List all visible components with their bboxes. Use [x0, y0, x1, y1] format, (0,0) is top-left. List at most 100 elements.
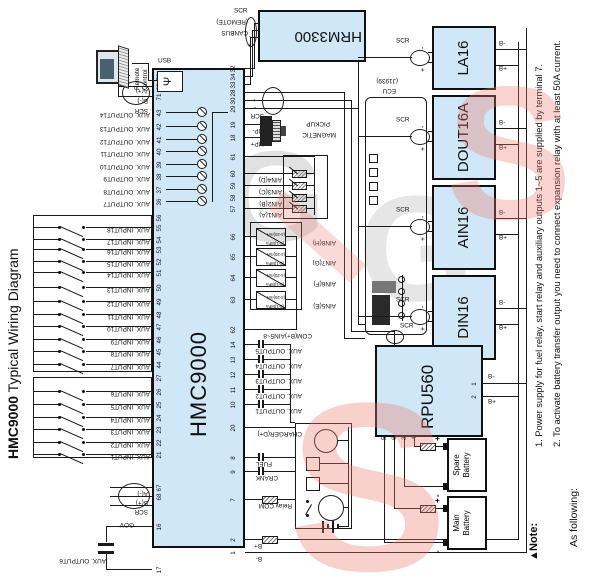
bminus-label: B-	[499, 209, 506, 217]
shield-ellipse-icon	[410, 129, 430, 145]
bminus-stub	[496, 217, 526, 219]
note-item: 2. To activate battery transfer output y…	[552, 40, 562, 447]
output-common	[212, 111, 228, 113]
actuator-body-icon	[372, 295, 390, 325]
ain-wire	[245, 172, 292, 174]
wire-segment	[106, 568, 152, 570]
ain-wire	[245, 255, 256, 257]
wire-segment	[344, 337, 365, 339]
note-footer: As following:	[568, 488, 580, 547]
battery-minus-sign: -	[433, 494, 442, 497]
aux-output-wire	[264, 388, 290, 390]
wire-segment	[344, 506, 348, 508]
aux-output-wire	[264, 358, 290, 360]
pin-number: 63	[230, 296, 237, 304]
wire-segment	[245, 75, 252, 77]
shield-ellipse-icon	[410, 50, 430, 66]
pin-number: 59	[230, 182, 237, 190]
page-title: HMC9000 Typical Wiring Diagram	[5, 248, 21, 459]
switch-rung	[33, 390, 60, 392]
scr-label: SCR	[396, 296, 410, 304]
pin-number: 64	[230, 274, 237, 282]
wire-segment	[245, 91, 344, 93]
pickup-label: PICKUP	[306, 120, 330, 127]
rpu560-name: RPU560	[418, 364, 437, 429]
wire-segment	[404, 485, 443, 487]
pin-number: 26	[156, 388, 163, 396]
switch-rung	[33, 248, 60, 250]
battery-cell-icon	[327, 524, 329, 529]
output-wire	[166, 175, 197, 177]
capacitor-icon	[98, 551, 114, 554]
ain-wire	[245, 235, 256, 237]
hrm3300-name: HRM3300	[294, 28, 362, 45]
shield-ellipse-icon	[118, 483, 150, 509]
note-title: Note:	[528, 522, 540, 551]
module-name: DOUT16A	[455, 102, 472, 173]
ain-common	[314, 158, 316, 215]
pin-number: 19	[230, 121, 237, 129]
wire-segment	[245, 373, 258, 375]
transmitter-range: (0-1)MPa	[266, 261, 284, 266]
minus-terminal: -	[420, 46, 427, 49]
wire-segment	[404, 437, 406, 487]
scr-label: SCR	[396, 206, 410, 214]
wire-segment	[394, 437, 396, 509]
pin-number: 32	[230, 65, 237, 73]
pin-label: B+	[254, 542, 262, 549]
wire-segment	[264, 470, 295, 472]
wire-segment	[245, 358, 258, 360]
pin-label: AIN6(F)	[313, 280, 336, 287]
bplus-label: B+	[488, 398, 496, 406]
bplus-label: B+	[499, 324, 507, 332]
pin-number: 2	[471, 395, 478, 399]
plus-terminal: +	[420, 67, 427, 72]
switch-rung	[33, 260, 60, 262]
minus-terminal: -	[420, 125, 427, 128]
pin-number: 39	[156, 161, 163, 169]
pin-number: 25	[156, 401, 163, 409]
ecu-connector-pin	[369, 154, 378, 163]
pin-number: 10	[230, 401, 237, 409]
wire-segment	[428, 130, 432, 132]
pin-number: 41	[156, 136, 163, 144]
bminus-label: B-	[499, 40, 506, 48]
wire-segment	[245, 99, 351, 101]
pin-number: 8	[230, 456, 237, 460]
ecu-label: (J1939)	[376, 77, 398, 84]
battery-plus-sign: +	[433, 436, 442, 441]
output-wire	[166, 111, 197, 113]
wire-segment	[384, 437, 386, 543]
transmitter-range: (0-1)MPa	[266, 282, 284, 287]
switch-rung	[33, 453, 60, 455]
pin-number: 13	[230, 356, 237, 364]
magnetic-pickup-thread-icon	[272, 120, 281, 142]
wire-segment	[338, 439, 348, 441]
pin-label: COM(B+)AIN5~8	[263, 332, 312, 339]
pin-label: B-	[255, 555, 262, 562]
pin-label: AUX. INPUT1	[110, 453, 150, 460]
pin-number: 23	[156, 426, 163, 434]
wire-segment	[320, 462, 348, 464]
pin-label: AUX. OUTPUT6	[59, 557, 106, 564]
pin-label: AUX. OUTPUT5	[255, 347, 302, 354]
pin-number: 45	[156, 348, 163, 356]
bminus-stub	[496, 307, 526, 309]
mp-wire	[245, 136, 260, 138]
pin-number: 54	[156, 236, 163, 244]
aux-output-wire	[264, 343, 290, 345]
fuse-tick-icon	[258, 355, 260, 363]
pin-number: 17	[156, 566, 163, 574]
pin-number: 27	[156, 374, 163, 382]
pin-number: 52	[156, 258, 163, 266]
pin-label: AUX. OUTPUT13	[99, 125, 150, 132]
pin-label: AUX. OUTPUT3	[255, 377, 302, 384]
pin-label: SCR	[134, 107, 149, 114]
pin-number: 16	[156, 523, 163, 531]
wire-segment	[428, 320, 432, 322]
ain-wire	[286, 255, 296, 257]
ain-wire	[245, 276, 256, 278]
fuse-icon	[420, 505, 436, 513]
magnetic-pickup-icon	[260, 116, 272, 146]
wire-segment	[428, 220, 432, 222]
